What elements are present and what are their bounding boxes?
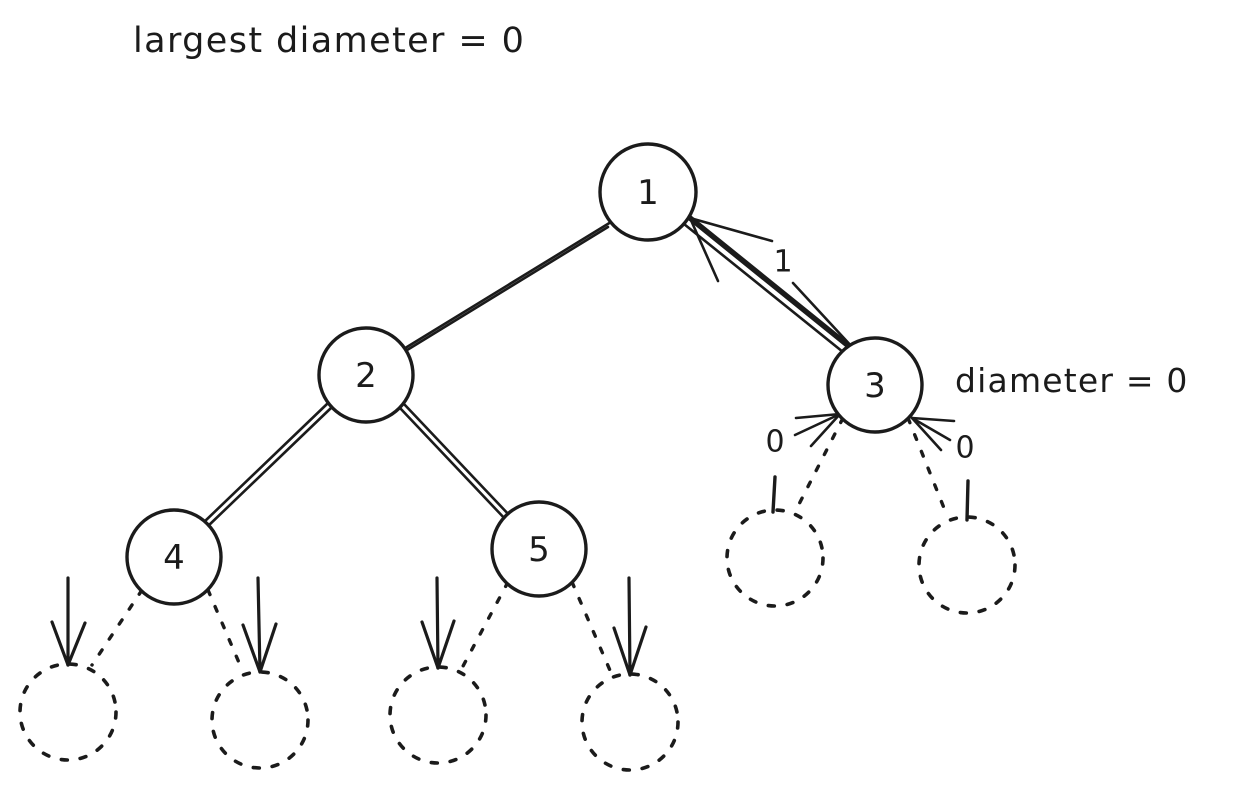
edge-4-null-right — [206, 588, 245, 674]
null-node-5-right — [580, 672, 680, 772]
page-title: largest diameter = 0 — [133, 21, 525, 61]
return-arrow-nullL-to-3-head-a — [794, 412, 842, 420]
down-arrow-n5R — [612, 576, 648, 677]
return-label-nullL-to-3: 0 — [765, 425, 784, 460]
down-arrow-n4R — [241, 576, 278, 674]
null-node-5-left — [388, 665, 488, 765]
null-node-3-right — [917, 515, 1017, 615]
edge-5-null-left — [460, 580, 510, 670]
down-arrow-n5L — [420, 576, 456, 670]
edge-5-null-right — [570, 580, 614, 677]
node-3-diameter-annotation: diameter = 0 — [955, 361, 1189, 400]
edge-4-null-left — [90, 588, 144, 667]
return-arrow-nullR-to-3-head-b — [910, 416, 943, 452]
edge-2-5-shadow — [402, 402, 513, 519]
node-4-circle[interactable] — [125, 508, 223, 606]
edge-1-2-shadow — [397, 225, 610, 357]
tree-node-3[interactable]: 3 — [826, 336, 924, 434]
return-arrow-3-to-1-head-upper — [688, 216, 774, 243]
down-arrow-n4L — [50, 576, 87, 667]
return-arrow-3-to-1-head-lower — [688, 216, 720, 283]
node-2-circle[interactable] — [317, 326, 415, 424]
edge-2-4 — [205, 406, 333, 529]
return-value-labels-group: 1 0 0 — [765, 245, 974, 466]
tick-null-right-3 — [965, 479, 970, 522]
edge-3-null-left — [793, 416, 845, 514]
return-arrow-nullR-to-3 — [910, 416, 952, 442]
tree-edges-group — [201, 220, 845, 529]
return-arrows-group — [687, 215, 970, 522]
null-node-3-left — [725, 508, 825, 608]
node-5-circle[interactable] — [490, 500, 588, 598]
node-4-label: 4 — [163, 538, 185, 578]
node-2-label: 2 — [355, 356, 377, 396]
tick-null-left-3 — [771, 475, 777, 514]
edge-1-2 — [400, 220, 613, 352]
node-3-circle[interactable] — [826, 336, 924, 434]
tree-nodes-group: 1 2 3 4 5 — [125, 142, 924, 606]
down-arrows-group — [50, 576, 648, 677]
return-arrow-nullL-to-3-head-b — [809, 412, 842, 448]
edge-2-5 — [398, 406, 509, 523]
edge-3-null-right — [906, 416, 950, 520]
null-edges-group — [90, 416, 950, 677]
return-label-nullR-to-3: 0 — [955, 431, 974, 466]
node-1-circle[interactable] — [598, 142, 698, 242]
node-5-label: 5 — [528, 530, 550, 570]
edge-1-3 — [682, 222, 845, 354]
return-arrow-3-to-1 — [687, 215, 859, 355]
return-arrow-nullR-to-3-head-a — [910, 416, 956, 423]
tree-node-4[interactable]: 4 — [125, 508, 223, 606]
tree-node-5[interactable]: 5 — [490, 500, 588, 598]
node-3-label: 3 — [864, 366, 886, 406]
null-nodes-group — [18, 508, 1017, 772]
tree-node-2[interactable]: 2 — [317, 326, 415, 424]
edge-2-4-shadow — [201, 402, 329, 525]
null-node-4-right — [210, 670, 310, 770]
tree-node-1[interactable]: 1 — [598, 142, 698, 242]
return-arrow-nullL-to-3 — [793, 412, 842, 437]
null-node-4-left — [18, 662, 118, 762]
node-1-label: 1 — [637, 173, 659, 213]
return-label-3-to-1: 1 — [773, 245, 792, 280]
